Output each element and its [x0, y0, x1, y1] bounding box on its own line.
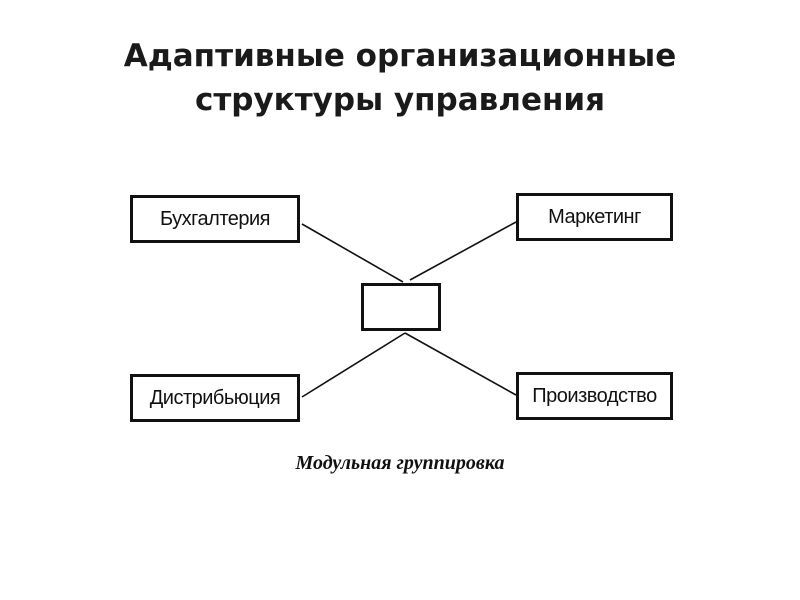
connector-accounting [301, 223, 404, 283]
slide-title-line-1: Адаптивные организационные [123, 38, 677, 74]
slide-title-line-2: структуры управления [194, 82, 606, 118]
node-marketing-label: Маркетинг [548, 205, 641, 228]
node-production-label: Производство [532, 384, 657, 407]
slide-title: Адаптивные организационные структуры упр… [0, 34, 800, 122]
node-distribution: Дистрибьюция [130, 374, 300, 422]
node-distribution-label: Дистрибьюция [149, 386, 281, 409]
node-center-module [361, 283, 441, 331]
connector-distribution [301, 332, 406, 398]
connector-production [404, 332, 517, 396]
node-accounting-label: Бухгалтерия [159, 207, 271, 230]
node-marketing: Маркетинг [516, 193, 673, 241]
node-accounting: Бухгалтерия [130, 195, 300, 243]
diagram-caption: Модульная группировка [295, 452, 505, 474]
connector-marketing [409, 221, 517, 281]
node-production: Производство [516, 372, 673, 420]
